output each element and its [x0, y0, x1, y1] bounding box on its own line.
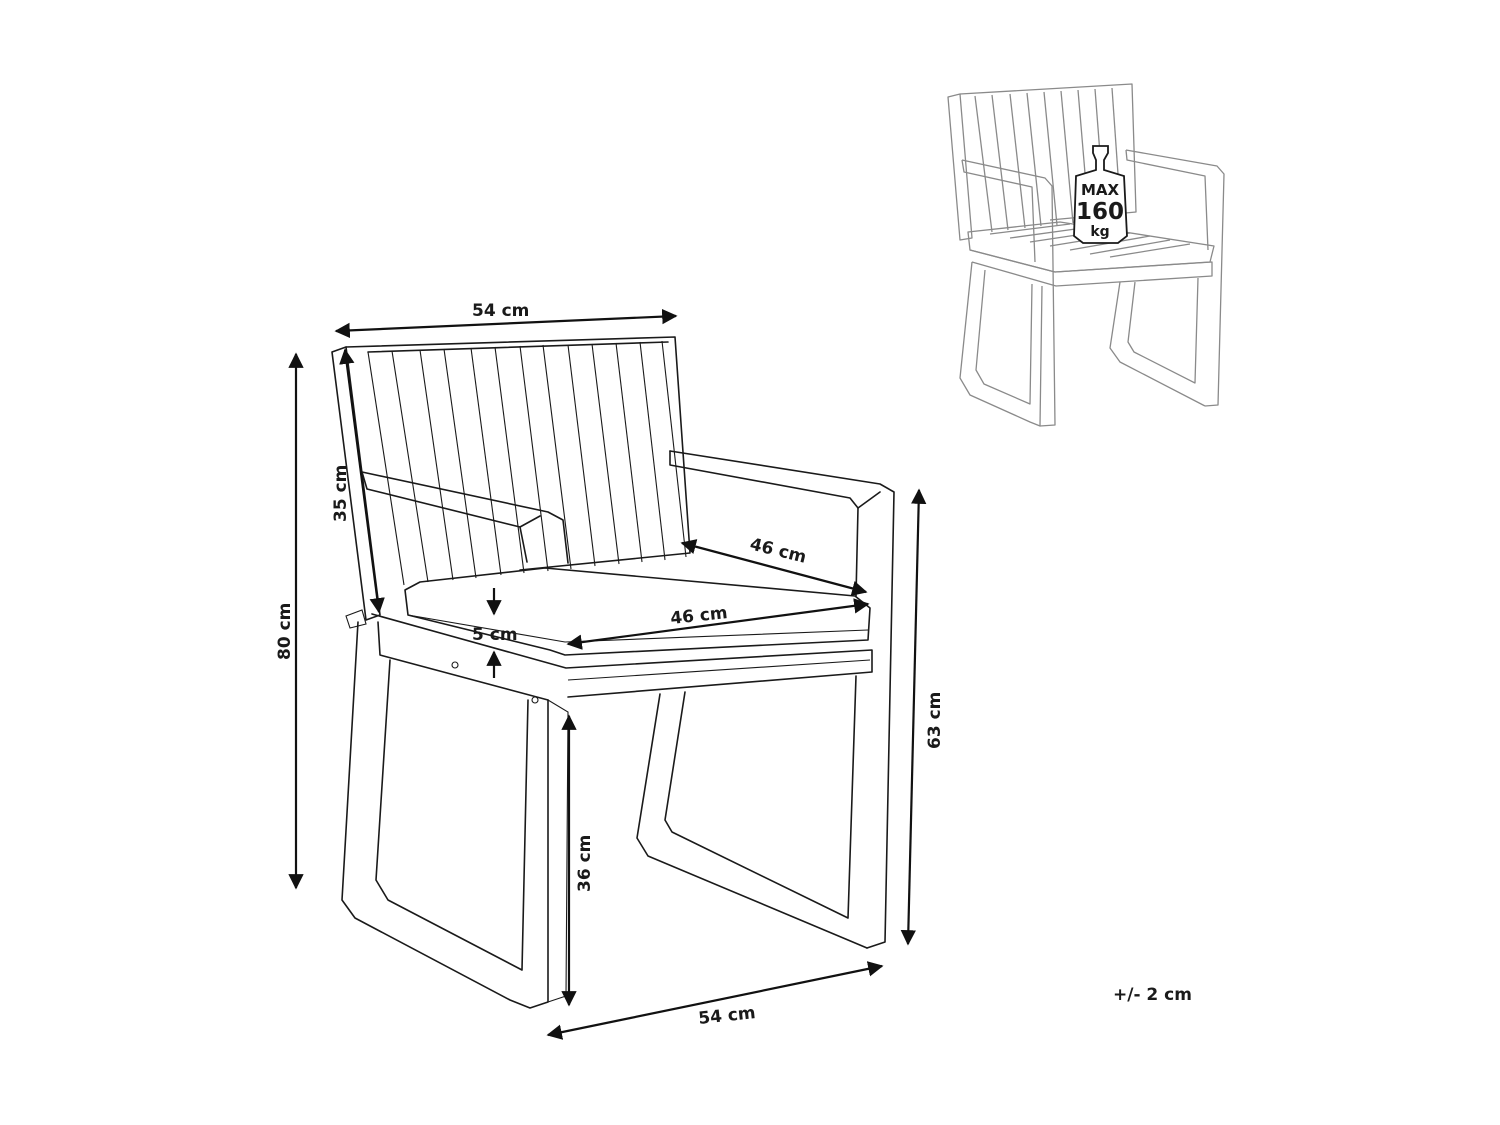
label-cushion-thickness: 5 cm — [472, 625, 518, 645]
badge-unit: kg — [1090, 224, 1109, 240]
label-arm-height: 63 cm — [925, 692, 945, 749]
dimension-lines — [288, 308, 927, 1040]
badge-max: MAX — [1081, 181, 1120, 199]
label-total-height: 80 cm — [275, 603, 295, 660]
backrest-slats — [367, 340, 687, 586]
label-backrest-height: 35 cm — [331, 465, 351, 522]
weight-icon: MAX 160 kg — [1073, 145, 1128, 244]
dim-line-base-width — [546, 961, 884, 1040]
label-seat-height: 36 cm — [575, 835, 595, 892]
dim-line-backrest-width — [334, 308, 678, 339]
label-base-width: 54 cm — [697, 1003, 756, 1029]
dim-line-seat-depth — [680, 539, 868, 596]
dim-line-arm-height — [900, 488, 927, 946]
dim-line-seat-width — [566, 598, 870, 650]
label-backrest-width: 54 cm — [472, 301, 529, 321]
chair-drawing-thumbnail: MAX 160 kg — [947, 83, 1225, 427]
label-seat-width: 46 cm — [669, 603, 728, 629]
dim-line-backrest-height — [339, 348, 385, 614]
tolerance-note: +/- 2 cm — [1113, 985, 1192, 1005]
badge-value: 160 — [1076, 199, 1124, 225]
chair-drawing-main — [331, 336, 895, 1009]
